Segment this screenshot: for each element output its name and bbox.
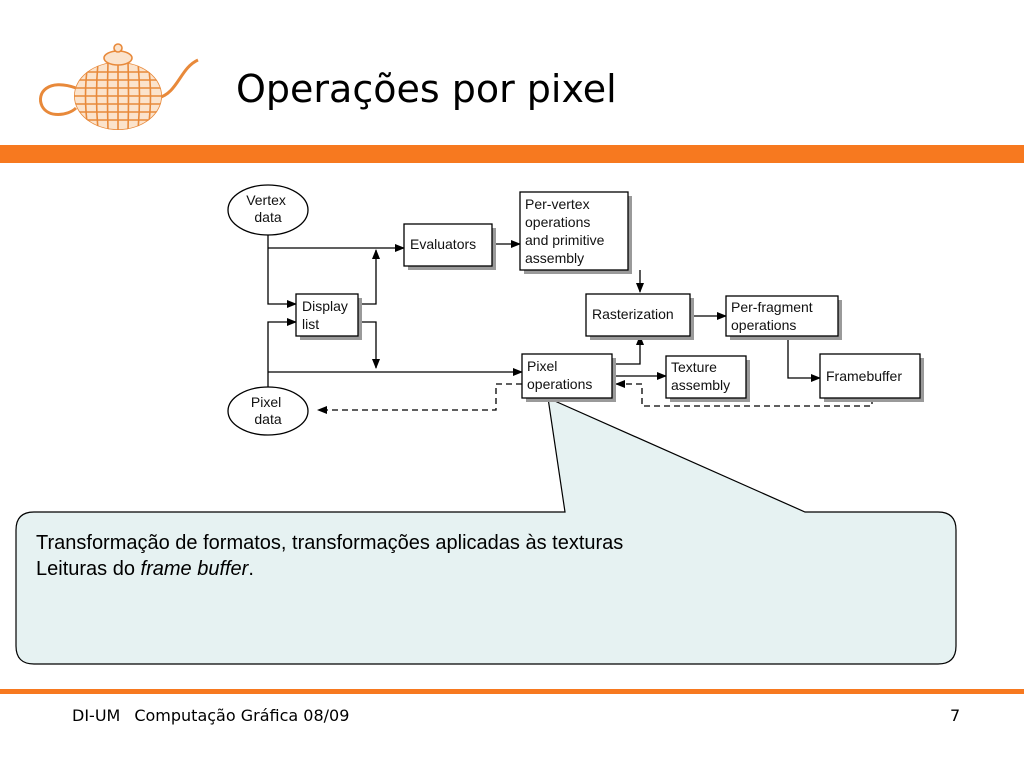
callout-line-1: Transformação de formatos, transformaçõe… (36, 532, 624, 554)
vertex-data-line-1: Vertex (246, 192, 286, 208)
page-number: 7 (950, 706, 961, 725)
framebuffer-box: Framebuffer (819, 353, 921, 399)
pixel-data-line-1: Pixel (251, 394, 281, 410)
opengl-pipeline-diagram: Vertex data Pixel data Evaluators Per-ve… (15, 184, 957, 665)
texture-assembly-box: Texture assembly (665, 355, 747, 399)
callout-emphasis: frame buffer (140, 558, 249, 580)
callout-line-2-suffix: . (248, 558, 254, 580)
rasterization-label: Rasterization (592, 306, 674, 322)
pixel-data-node: Pixel data (227, 386, 309, 436)
per-vertex-line-2: operations (525, 214, 590, 230)
pixel-operations-label: Pixel operations (527, 358, 592, 392)
vertex-data-label: Vertex data (246, 192, 290, 225)
callout-box (15, 397, 957, 665)
display-list-box: Display list (295, 293, 359, 337)
evaluators-label: Evaluators (410, 236, 476, 252)
callout-line-2-prefix: Leituras do (36, 558, 141, 580)
display-list-label: Display list (302, 298, 352, 332)
per-fragment-line-1: Per-fragment (731, 299, 813, 315)
texture-assembly-line-2: assembly (671, 377, 730, 393)
texture-assembly-label: Texture assembly (671, 359, 730, 393)
per-vertex-line-4: assembly (525, 250, 584, 266)
pixel-operations-box: Pixel operations (521, 353, 613, 399)
callout-line-2: Leituras do frame buffer. (36, 556, 936, 582)
footer-course: Computação Gráfica 08/09 (134, 706, 350, 725)
per-fragment-line-2: operations (731, 317, 796, 333)
header-accent-bar (0, 145, 1024, 163)
evaluators-box: Evaluators (403, 223, 493, 267)
footer-org: DI-UM (72, 706, 121, 725)
per-vertex-line-1: Per-vertex (525, 196, 590, 212)
pixel-operations-line-2: operations (527, 376, 592, 392)
teapot-logo (39, 43, 199, 130)
per-vertex-line-3: and primitive (525, 232, 605, 248)
vertex-data-line-2: data (254, 209, 281, 225)
footer-info: DI-UM Computação Gráfica 08/09 (72, 706, 349, 725)
per-fragment-label: Per-fragment operations (731, 299, 817, 333)
footer-accent-bar (0, 689, 1024, 694)
framebuffer-label: Framebuffer (826, 368, 902, 384)
slide-title: Operações por pixel (236, 67, 617, 111)
per-vertex-label: Per-vertex operations and primitive asse… (525, 196, 608, 266)
texture-assembly-line-1: Texture (671, 359, 717, 375)
display-list-line-1: Display (302, 298, 348, 314)
pixel-data-line-2: data (254, 411, 281, 427)
pixel-data-label: Pixel data (251, 394, 285, 427)
rasterization-box: Rasterization (585, 293, 691, 337)
display-list-line-2: list (302, 316, 319, 332)
per-fragment-box: Per-fragment operations (725, 295, 839, 337)
vertex-data-node: Vertex data (227, 184, 309, 236)
pixel-operations-line-1: Pixel (527, 358, 557, 374)
per-vertex-box: Per-vertex operations and primitive asse… (519, 191, 629, 271)
callout-text: Transformação de formatos, transformaçõe… (36, 530, 936, 582)
